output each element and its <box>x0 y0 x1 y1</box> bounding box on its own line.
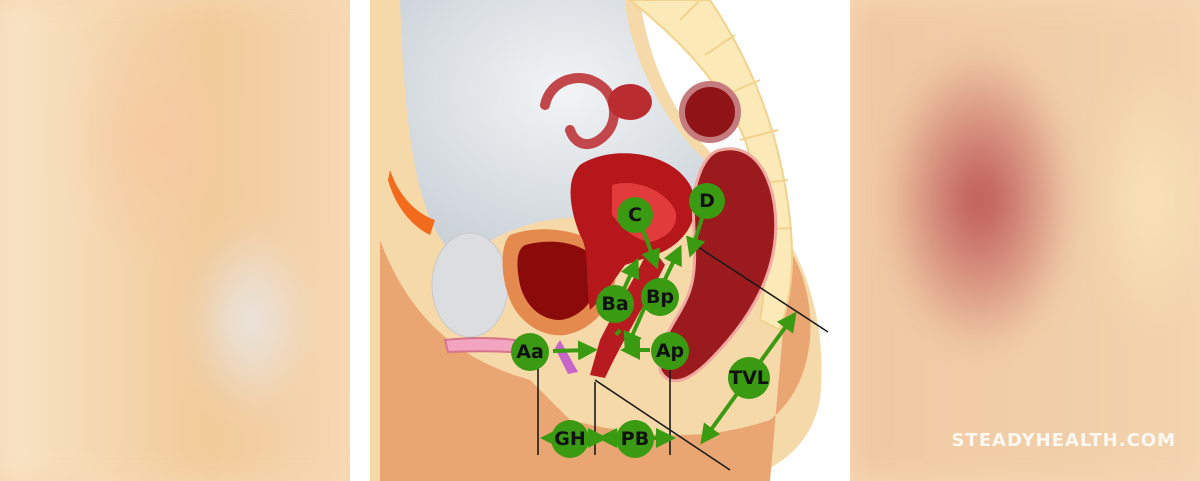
ovary <box>608 84 652 120</box>
marker-c: C <box>617 197 653 233</box>
watermark: STEADYHEALTH.COM <box>951 430 1176 451</box>
svg-text:Aa: Aa <box>516 341 544 363</box>
marker-pb: PB <box>616 420 654 458</box>
colon-cross-section <box>679 81 741 143</box>
anatomy-diagram-panel: C D Ba Bp Aa Ap TVL GH <box>350 0 850 481</box>
abdominal-wall-highlight <box>388 170 435 235</box>
marker-aa: Aa <box>511 333 549 371</box>
svg-text:C: C <box>628 204 642 226</box>
marker-ap: Ap <box>651 332 689 370</box>
svg-text:PB: PB <box>621 428 649 450</box>
svg-text:Bp: Bp <box>646 286 674 308</box>
marker-d: D <box>689 183 725 219</box>
vestibule-highlight <box>555 340 578 374</box>
inner-tissue <box>380 240 811 481</box>
bladder-inner <box>517 241 600 320</box>
pelvic-anatomy-diagram: C D Ba Bp Aa Ap TVL GH <box>370 0 829 481</box>
pubic-bone <box>431 232 509 338</box>
marker-ba: Ba <box>596 285 634 323</box>
svg-text:TVL: TVL <box>729 367 769 389</box>
marker-gh: GH <box>551 420 589 458</box>
marker-bp: Bp <box>641 278 679 316</box>
svg-text:Ap: Ap <box>656 340 684 362</box>
svg-text:D: D <box>699 190 715 212</box>
svg-text:Ba: Ba <box>601 293 628 315</box>
marker-tvl: TVL <box>728 357 770 399</box>
blurred-background-left <box>0 0 350 481</box>
svg-text:GH: GH <box>554 428 586 450</box>
blurred-background-right <box>850 0 1200 481</box>
